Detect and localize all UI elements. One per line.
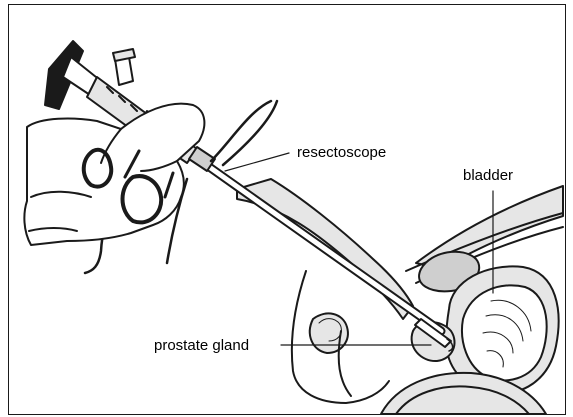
diagram-frame: resectoscope bladder prostate gland: [8, 4, 566, 415]
prostate-gland-label: prostate gland: [154, 337, 249, 354]
testis: [310, 313, 348, 353]
hand: [24, 104, 204, 245]
resectoscope-label: resectoscope: [297, 144, 386, 161]
bladder-label: bladder: [463, 167, 513, 184]
resectoscope-illustration: [9, 5, 565, 414]
